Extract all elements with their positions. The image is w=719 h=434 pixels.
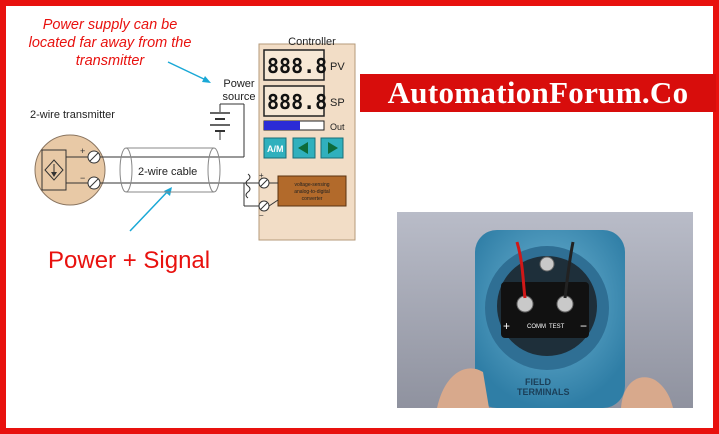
- svg-text:TERMINALS: TERMINALS: [517, 387, 570, 397]
- power-signal-label: Power + Signal: [48, 247, 211, 274]
- svg-text:converter: converter: [302, 196, 323, 202]
- pv-display: [263, 49, 325, 81]
- out-bar-fill: [264, 121, 300, 130]
- hand: [437, 368, 489, 408]
- svg-text:Out: Out: [330, 122, 345, 132]
- annotation-arrowhead: [202, 76, 211, 83]
- red-wire: [515, 241, 527, 299]
- svg-text:+: +: [503, 319, 510, 333]
- svg-text:COMM: COMM: [527, 324, 546, 330]
- svg-text:+: +: [259, 171, 264, 180]
- current-source-diamond: [44, 159, 64, 181]
- svg-text:888.8: 888.8: [267, 90, 327, 114]
- photo-screw-minus: [556, 295, 574, 313]
- svg-text:−: −: [580, 319, 587, 333]
- sp-display: [263, 85, 325, 117]
- cable-label: 2-wire cable: [138, 166, 198, 178]
- svg-text:+: +: [80, 146, 85, 156]
- photo-screw-top: [539, 256, 555, 272]
- transmitter-photo: + − COMM TEST FIELD TERMINALS: [397, 212, 693, 408]
- signal-arrow: [129, 189, 170, 232]
- brand-banner: AutomationForum.Co: [360, 74, 716, 112]
- transmitter-label: 2-wire transmitter: [30, 109, 115, 121]
- transmitter-source-box: [41, 149, 67, 191]
- svg-text:−: −: [259, 211, 264, 220]
- svg-text:PV: PV: [330, 61, 345, 73]
- svg-text:FIELD: FIELD: [525, 377, 551, 387]
- transmitter-body: [34, 134, 106, 206]
- svg-text:A/M: A/M: [267, 144, 284, 154]
- black-wire: [563, 241, 575, 299]
- svg-text:888.8: 888.8: [267, 54, 327, 78]
- svg-text:−: −: [80, 173, 85, 183]
- power-source-label: Power source: [222, 78, 256, 103]
- svg-text:TEST: TEST: [549, 324, 565, 330]
- svg-text:voltage-sensing: voltage-sensing: [294, 182, 329, 188]
- sense-resistor: [245, 173, 251, 199]
- svg-text:analog-to-digital: analog-to-digital: [294, 189, 330, 195]
- adc-converter-box: [277, 175, 347, 207]
- svg-text:SP: SP: [330, 97, 345, 109]
- am-button: [263, 137, 287, 159]
- annotation-text: Power supply can be located far away fro…: [28, 17, 192, 69]
- annotation-arrow: [167, 61, 209, 82]
- photo-screw-plus: [516, 295, 534, 313]
- controller-label: Controller: [288, 36, 336, 48]
- brand-banner-text: AutomationForum.Co: [387, 75, 689, 110]
- cable-sheath: [126, 147, 214, 193]
